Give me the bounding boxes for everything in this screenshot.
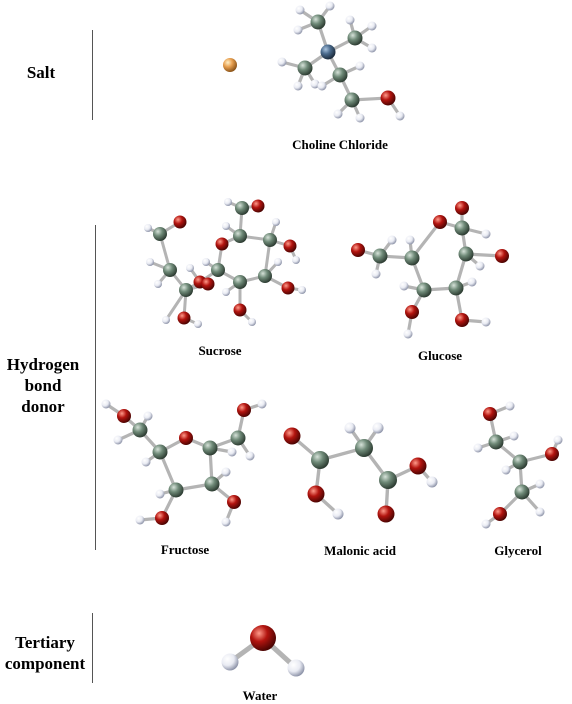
glycerol-model xyxy=(473,401,563,529)
chloride-ion-atom xyxy=(223,58,237,72)
choline-chloride-model xyxy=(223,1,405,123)
sucrose-model xyxy=(144,198,306,328)
tertiary-label-line2: component xyxy=(4,654,86,673)
hydrogen-atoms xyxy=(277,1,405,123)
nitrogen-atom xyxy=(320,44,336,60)
label-sucrose: Sucrose xyxy=(198,343,242,358)
carbon-atoms xyxy=(297,14,363,108)
label-fructose: Fructose xyxy=(160,542,210,557)
tertiary-divider xyxy=(92,613,93,683)
fructose-model xyxy=(101,399,267,527)
category-hydrogen-bond-donor: Hydrogen bond donor xyxy=(2,354,84,417)
hbd-label-line2: bond donor xyxy=(21,376,65,416)
category-tertiary-component: Tertiary component xyxy=(2,632,88,674)
label-water: Water xyxy=(242,688,278,703)
label-glycerol: Glycerol xyxy=(494,543,542,558)
salt-divider xyxy=(92,30,93,120)
oxygen-atom xyxy=(380,90,396,106)
water-model xyxy=(221,625,305,677)
tertiary-label-line1: Tertiary xyxy=(15,633,75,652)
label-choline-chloride: Choline Chloride xyxy=(292,137,388,152)
hbd-label-line1: Hydrogen xyxy=(6,355,80,374)
label-malonic-acid: Malonic acid xyxy=(324,543,396,558)
label-glucose: Glucose xyxy=(417,348,463,363)
hbd-divider xyxy=(95,225,96,550)
malonic-acid-model xyxy=(283,422,438,523)
category-salt: Salt xyxy=(26,63,56,82)
glucose-model xyxy=(351,201,509,339)
